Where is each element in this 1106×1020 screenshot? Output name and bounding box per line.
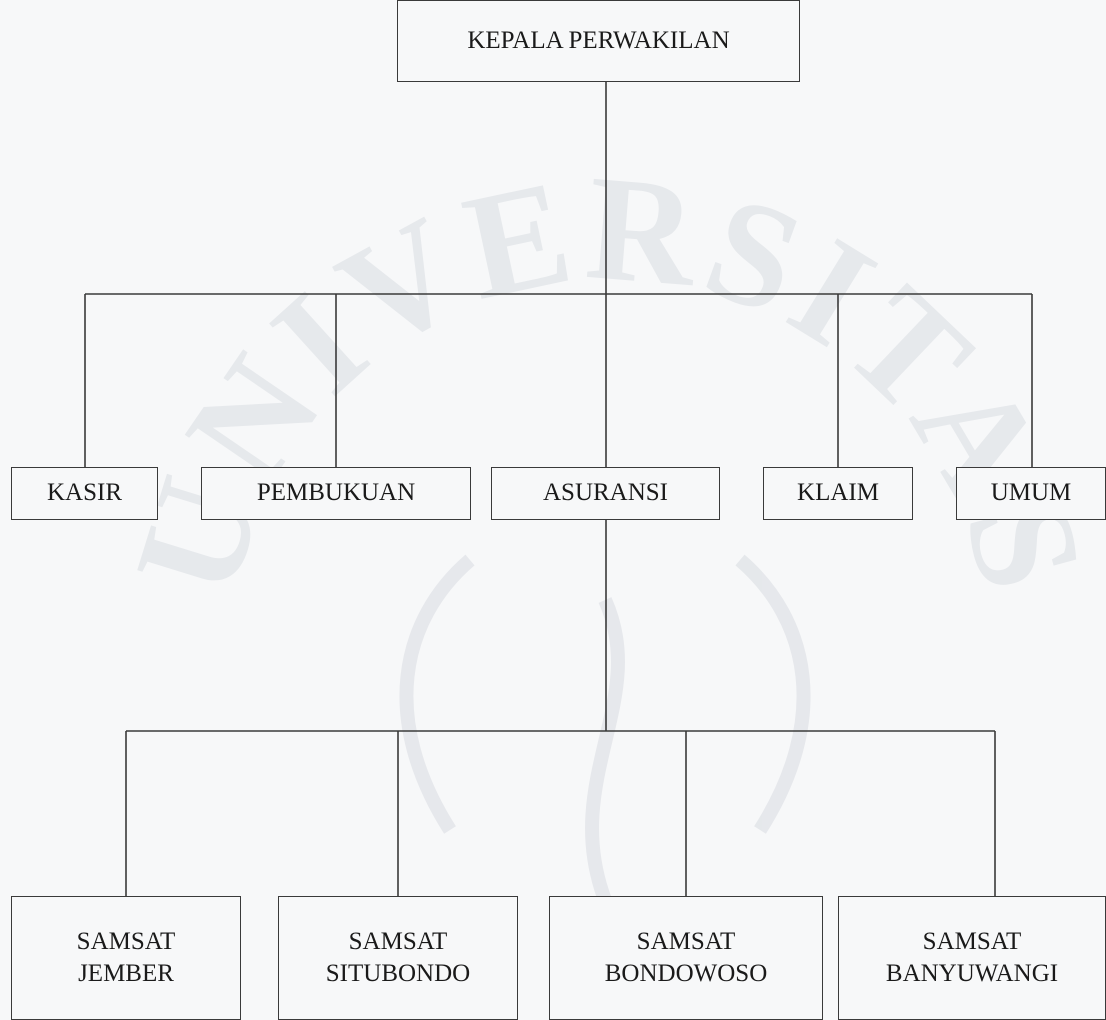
node-label: SAMSAT SITUBONDO [325, 927, 471, 988]
node-kasir: KASIR [11, 467, 158, 520]
watermark-stem-icon [585, 597, 625, 903]
node-label: ASURANSI [542, 479, 669, 507]
node-kepala-perwakilan: KEPALA PERWAKILAN [397, 0, 800, 82]
watermark-leaf-left-icon [399, 554, 475, 834]
node-label: PEMBUKUAN [256, 479, 416, 507]
node-label: KEPALA PERWAKILAN [467, 26, 730, 54]
node-label: UMUM [990, 479, 1072, 507]
node-asuransi: ASURANSI [491, 467, 720, 520]
node-samsat-banyuwangi: SAMSAT BANYUWANGI [838, 896, 1106, 1020]
node-label: KLAIM [797, 479, 879, 507]
node-umum: UMUM [956, 467, 1106, 520]
node-label: SAMSAT BANYUWANGI [885, 927, 1059, 988]
watermark-leaf-right-icon [735, 554, 811, 834]
node-klaim: KLAIM [763, 467, 913, 520]
node-label: KASIR [46, 479, 122, 507]
node-label: SAMSAT BONDOWOSO [604, 927, 768, 988]
node-samsat-jember: SAMSAT JEMBER [11, 896, 241, 1020]
node-pembukuan: PEMBUKUAN [201, 467, 471, 520]
node-samsat-situbondo: SAMSAT SITUBONDO [278, 896, 518, 1020]
node-label: SAMSAT JEMBER [76, 927, 176, 988]
node-samsat-bondowoso: SAMSAT BONDOWOSO [549, 896, 823, 1020]
